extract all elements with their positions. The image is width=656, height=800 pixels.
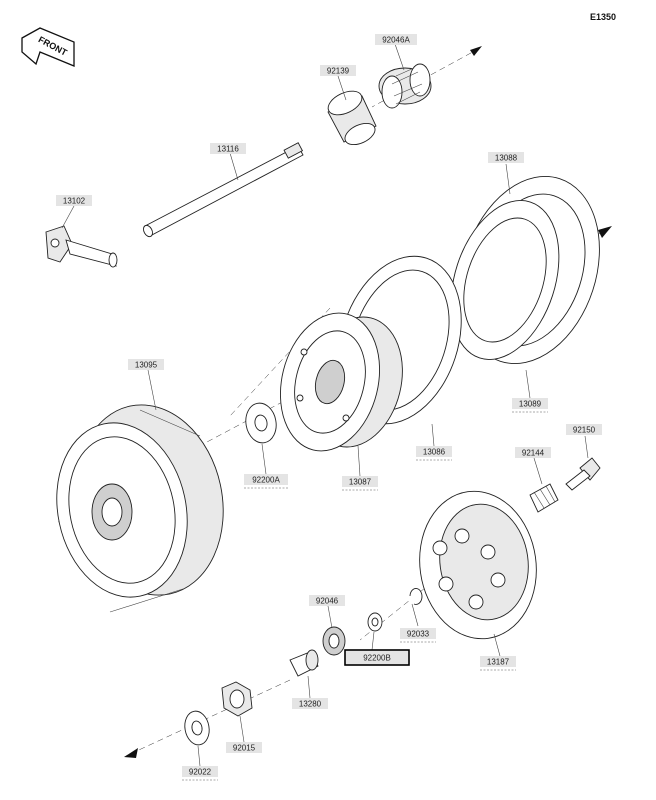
- label-92022-text: 92022: [189, 768, 212, 777]
- clutch-plates-13088-icon: [450, 175, 600, 365]
- label-92046a-text: 92046A: [382, 36, 410, 45]
- label-92144-text: 92144: [522, 449, 545, 458]
- label-92015-text: 92015: [233, 744, 256, 753]
- label-13102[interactable]: 13102: [56, 195, 92, 206]
- release-lever-13102-icon: [45, 225, 118, 268]
- label-13116-text: 13116: [217, 145, 239, 154]
- label-13086[interactable]: 13086: [416, 446, 452, 461]
- label-13102-text: 13102: [63, 197, 86, 206]
- label-92046a[interactable]: 92046A: [375, 34, 417, 45]
- pressure-plate-13187-icon: [419, 490, 537, 640]
- label-13116[interactable]: 13116: [210, 143, 246, 154]
- label-92015[interactable]: 92015: [226, 742, 262, 753]
- nut-92015-icon: [221, 681, 253, 717]
- label-13087[interactable]: 13087: [342, 476, 378, 491]
- clutch-hub-13087-icon: [279, 312, 403, 452]
- washer-92200a-icon: [245, 402, 277, 444]
- label-92200a-text: 92200A: [252, 476, 280, 485]
- label-13095-text: 13095: [135, 361, 158, 370]
- label-92046-text: 92046: [316, 597, 339, 606]
- label-92139[interactable]: 92139: [320, 65, 356, 76]
- label-92022[interactable]: 92022: [182, 766, 218, 781]
- part-labels: 92046A 92139 13116 13102 13088 13089 130…: [56, 34, 602, 781]
- label-13095[interactable]: 13095: [128, 359, 164, 370]
- label-92200b-text: 92200B: [363, 654, 391, 663]
- sleeve-92139-icon: [327, 90, 377, 146]
- spring-92144-icon: [529, 483, 559, 513]
- label-13088[interactable]: 13088: [488, 152, 524, 163]
- label-92033[interactable]: 92033: [400, 628, 436, 643]
- label-92150-text: 92150: [573, 426, 596, 435]
- label-13187-text: 13187: [487, 658, 510, 667]
- label-92150[interactable]: 92150: [566, 424, 602, 435]
- label-13187[interactable]: 13187: [480, 656, 516, 671]
- label-13086-text: 13086: [423, 448, 446, 457]
- front-arrow-icon: FRONT: [21, 27, 75, 67]
- label-92139-text: 92139: [327, 67, 350, 76]
- label-13089-text: 13089: [519, 400, 542, 409]
- circlip-92033-icon: [409, 588, 423, 605]
- needle-bearing-92046a-icon: [378, 63, 432, 109]
- leader-lines: [61, 43, 589, 767]
- drawing-code: E1350: [590, 12, 616, 22]
- label-92200a[interactable]: 92200A: [244, 474, 288, 489]
- label-13089[interactable]: 13089: [512, 398, 548, 413]
- label-13280-text: 13280: [299, 700, 322, 709]
- pusher-13280-icon: [289, 649, 319, 677]
- clutch-housing-13095-icon: [56, 404, 224, 613]
- label-13087-text: 13087: [349, 478, 372, 487]
- label-13280[interactable]: 13280: [292, 698, 328, 709]
- bolt-92150-icon: [565, 457, 601, 491]
- push-rod-13116-icon: [143, 142, 304, 238]
- label-92200b[interactable]: 92200B: [344, 649, 410, 666]
- label-92046[interactable]: 92046: [309, 595, 345, 606]
- washer-92022-icon: [184, 710, 210, 746]
- bearing-92046-icon: [322, 626, 346, 656]
- label-92033-text: 92033: [407, 630, 430, 639]
- label-13088-text: 13088: [495, 154, 518, 163]
- washer-92200b-icon: [367, 612, 383, 632]
- label-92144[interactable]: 92144: [515, 447, 551, 458]
